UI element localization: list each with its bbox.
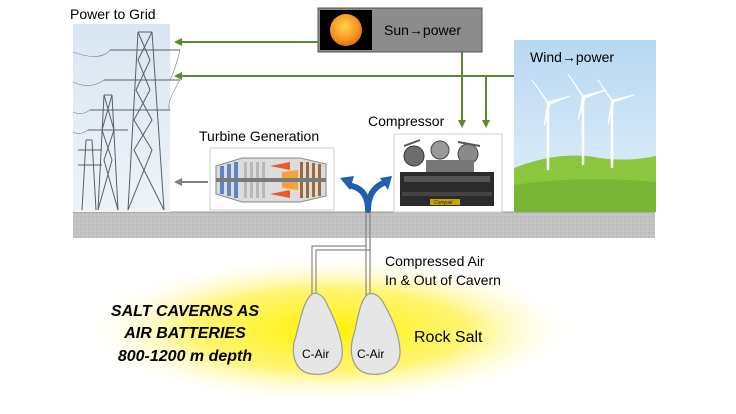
wind-power-box: Wind→power [514, 40, 656, 212]
cavern-left-label: C-Air [302, 347, 329, 361]
sun-power-label: Sun→power [384, 22, 461, 38]
salt-caverns-title-line3: 800-1200 m depth [118, 348, 253, 365]
compressed-air-label-line1: Compressed Air [385, 253, 485, 269]
turbine-generation-label: Turbine Generation [199, 128, 319, 144]
sun-icon [330, 14, 362, 46]
energy-flow-arrows [174, 38, 514, 128]
salt-caverns-title-line2: AIR BATTERIES [123, 325, 246, 342]
cavern-left: C-Air [292, 292, 343, 375]
compressor-brand-label: Compair [434, 200, 453, 206]
wind-turbine-icon [531, 73, 635, 170]
ground-surface [73, 212, 655, 238]
gas-turbine-icon [209, 147, 335, 211]
cavern-right-label: C-Air [357, 347, 384, 361]
salt-caverns-title-line1: SALT CAVERNS AS [111, 303, 259, 320]
air-pipes [311, 212, 371, 296]
wind-power-label: Wind→power [530, 49, 614, 65]
sun-power-box: Sun→power [317, 7, 483, 53]
power-to-grid-label: Power to Grid [70, 6, 156, 22]
compressor-label: Compressor [368, 113, 445, 129]
compressed-air-label-line2: In & Out of Cavern [385, 272, 501, 288]
power-pylon-icon [72, 24, 181, 212]
rock-salt-label: Rock Salt [414, 329, 483, 346]
cavern-right: C-Air [350, 292, 401, 375]
air-flow-arrow-icon [340, 176, 392, 213]
compressor-machine-icon: Compair [393, 133, 503, 213]
